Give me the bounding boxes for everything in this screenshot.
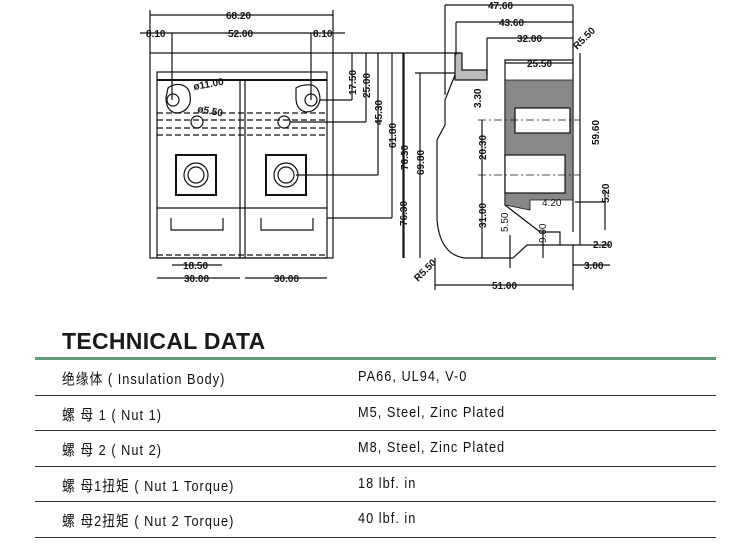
dim-label: 8.10	[313, 29, 333, 40]
dim-label: 18.50	[183, 261, 208, 272]
dim-label: 3.30	[473, 88, 484, 108]
dim-label: 30.00	[274, 274, 299, 285]
dim-label: 8.10	[146, 29, 166, 40]
row-value: PA66, UL94, V-0	[358, 368, 468, 385]
dim-label: 47.60	[488, 1, 513, 12]
dim-label: 5.50	[500, 212, 511, 232]
dim-label: 2.20	[593, 240, 613, 251]
row-label: 螺 母1扭矩 ( Nut 1 Torque)	[62, 477, 235, 495]
dim-label: 25.50	[527, 59, 552, 70]
dim-label: 61.80	[388, 123, 399, 148]
dim-label: 20.30	[478, 135, 489, 160]
dim-label: 25.00	[362, 73, 373, 98]
dim-label: 30.00	[184, 274, 209, 285]
row-label: 螺 母 2 ( Nut 2)	[62, 442, 163, 459]
table-row: 螺 母1扭矩 ( Nut 1 Torque) 18 lbf. in	[35, 467, 716, 502]
row-label: 螺 母2扭矩 ( Nut 2 Torque)	[62, 513, 235, 530]
row-value: 18 lbf. in	[358, 474, 417, 492]
dim-label: 4.20	[542, 198, 562, 209]
dim-label: ø11.00	[193, 77, 225, 93]
dim-label: 43.60	[499, 18, 524, 29]
front-view-dimension-labels: 68.20 8.10 52.00 8.10 ø11.00 ø5.50 17.50…	[146, 11, 411, 285]
dim-label: 69.80	[416, 150, 427, 175]
row-value: M5, Steel, Zinc Plated	[358, 403, 506, 421]
section-title: TECHNICAL DATA	[62, 328, 266, 354]
dim-label: 52.00	[228, 29, 253, 40]
dim-label: 51.00	[492, 281, 517, 292]
front-view	[140, 10, 405, 279]
title-divider	[35, 357, 716, 360]
side-view	[400, 4, 610, 290]
dim-label: 3.00	[584, 261, 604, 272]
dim-label: 59.60	[591, 120, 602, 145]
row-label: 绝缘体 ( Insulation Body)	[62, 371, 226, 388]
table-row: 螺 母 2 ( Nut 2) M8, Steel, Zinc Plated	[35, 431, 716, 467]
row-value: M8, Steel, Zinc Plated	[358, 439, 506, 456]
dim-label: 5.20	[601, 183, 612, 203]
dim-label: R5.50	[571, 25, 598, 52]
table-row: 绝缘体 ( Insulation Body) PA66, UL94, V-0	[35, 360, 716, 396]
technical-drawing: 68.20 8.10 52.00 8.10 ø11.00 ø5.50 17.50…	[140, 1, 613, 292]
dim-label: 31.00	[478, 203, 489, 228]
dim-label: 76.30	[400, 145, 411, 170]
dim-label: 9.00	[538, 223, 549, 243]
dim-label: 76.30	[399, 201, 410, 226]
technical-data-table: 绝缘体 ( Insulation Body) PA66, UL94, V-0 螺 …	[35, 360, 716, 538]
row-value: 40 lbf. in	[358, 510, 417, 527]
dim-label: 45.30	[374, 100, 385, 125]
dim-label: ø5.50	[196, 104, 224, 119]
table-row: 螺 母2扭矩 ( Nut 2 Torque) 40 lbf. in	[35, 502, 716, 538]
dim-label: 32.00	[517, 34, 542, 45]
dim-label: 17.50	[348, 70, 359, 95]
table-row: 螺 母 1 ( Nut 1) M5, Steel, Zinc Plated	[35, 396, 716, 431]
dim-label: 68.20	[226, 11, 251, 22]
row-label: 螺 母 1 ( Nut 1)	[62, 406, 163, 424]
